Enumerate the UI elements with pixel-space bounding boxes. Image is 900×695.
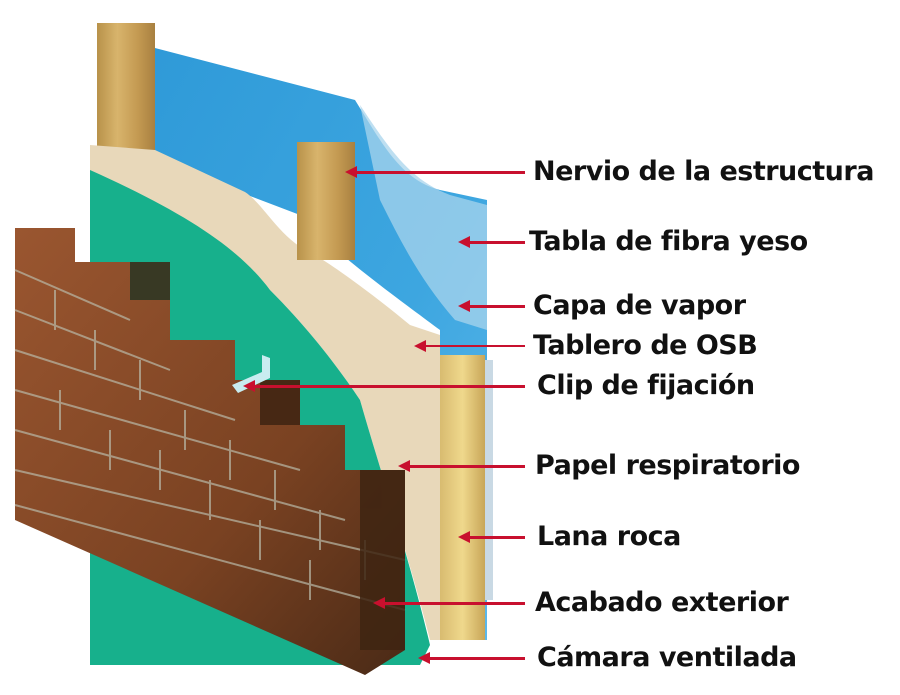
arrow-head-icon [458, 236, 470, 248]
back-stud [97, 23, 155, 158]
arrow-clip [253, 385, 525, 388]
arrow-head-icon [414, 340, 426, 352]
label-clip-fijacion: Clip de fijación [537, 370, 755, 401]
arrow-camara [428, 657, 525, 660]
label-nervio-estructura: Nervio de la estructura [533, 156, 874, 187]
fixing-clip [232, 355, 270, 393]
arrow-lana [468, 536, 525, 539]
arrow-capa [468, 305, 525, 308]
arrow-papel [408, 465, 525, 468]
arrow-head-icon [418, 652, 430, 664]
rock-wool-stud [440, 355, 493, 640]
arrow-head-icon [398, 460, 410, 472]
arrow-acabado [383, 602, 525, 605]
label-camara-ventilada: Cámara ventilada [537, 642, 797, 673]
arrow-nervio [355, 171, 525, 174]
arrow-head-icon [458, 531, 470, 543]
arrow-osb [424, 345, 525, 347]
arrow-head-icon [458, 300, 470, 312]
osb-layer [90, 145, 440, 640]
label-lana-roca: Lana roca [537, 521, 681, 552]
label-papel-respiratorio: Papel respiratorio [535, 450, 800, 481]
gypsum-and-vapor-layer [155, 48, 487, 640]
arrow-head-icon [373, 597, 385, 609]
arrow-head-icon [345, 166, 357, 178]
arrow-head-icon [243, 380, 255, 392]
label-tablero-osb: Tablero de OSB [533, 330, 758, 361]
middle-stud [297, 142, 355, 260]
label-acabado-exterior: Acabado exterior [535, 587, 789, 618]
label-tabla-fibra-yeso: Tabla de fibra yeso [529, 226, 808, 257]
label-capa-vapor: Capa de vapor [533, 290, 746, 321]
arrow-tabla [468, 241, 525, 244]
